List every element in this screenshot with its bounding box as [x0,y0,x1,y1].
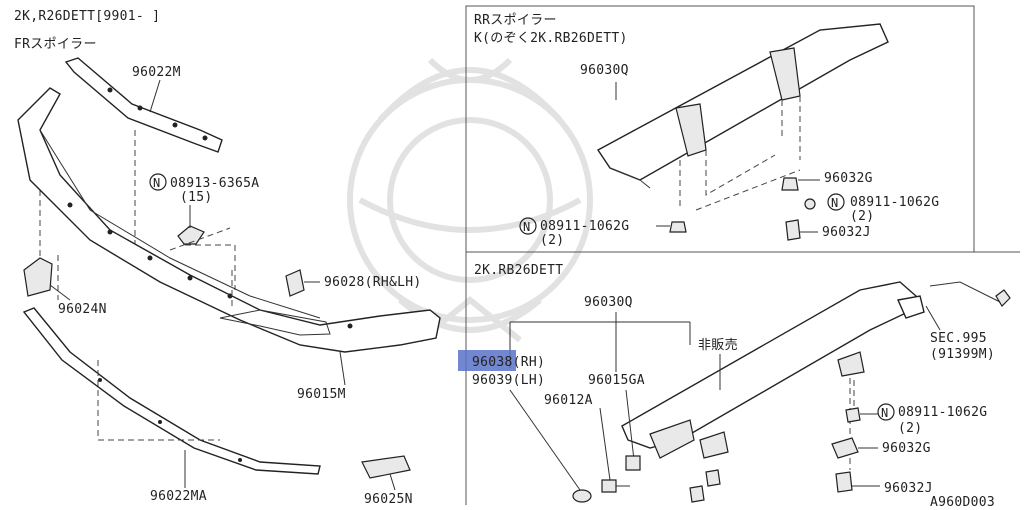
nut-top-right[interactable] [804,198,816,210]
callout-08911-bottom: 08911-1062G [898,405,987,420]
part-96025N[interactable] [361,455,411,479]
callout-96039: 96039(LH) [472,373,545,388]
callout-08911-top-right-qty: (2) [850,209,874,224]
nut-symbol-letter: N [153,176,160,190]
part-96015M[interactable] [17,87,441,353]
front-spoiler-title: FRスポイラー [14,37,97,52]
nut-symbol-top-right-letter: N [831,196,838,210]
nut-symbol-top-left-letter: N [523,220,530,234]
rear-bottom-title: 2K.RB26DETT [474,263,563,278]
part-96015GA-clip[interactable] [625,455,641,471]
callout-96022MA: 96022MA [150,489,207,504]
highlight-96038 [458,350,516,371]
callout-96022M: 96022M [132,65,181,80]
part-96032J-bottom[interactable] [835,471,853,493]
callout-96025N: 96025N [364,492,413,507]
rear-top-title-1: RRスポイラー [474,13,557,28]
nut-bottom[interactable] [845,407,861,423]
callout-sec995[interactable]: SEC.995 [930,331,987,346]
part-96032J-top[interactable] [785,219,801,241]
callout-96032J-top: 96032J [822,225,871,240]
part-rod-sec995[interactable] [929,281,1011,307]
callout-96038[interactable]: 96038(RH) [472,355,545,370]
callout-96015GA: 96015GA [588,373,645,388]
callout-08911-top-left-qty: (2) [540,233,564,248]
part-grommets-bottom[interactable] [689,469,721,503]
callout-96015M: 96015M [297,387,346,402]
callout-08913: 08913-6365A [170,176,259,191]
callout-08911-top-right: 08911-1062G [850,195,939,210]
nut-symbol-bottom [877,403,895,421]
callout-08911-top-left: 08911-1062G [540,219,629,234]
nut-symbol-bottom-letter: N [881,406,888,420]
part-96012A-bolt[interactable] [601,479,630,493]
part-96022M[interactable] [64,57,223,153]
callout-96030Q-top: 96030Q [580,63,629,78]
model-header: 2K,R26DETT[9901- ] [14,9,160,24]
watermark-emblem [347,57,593,343]
callout-96024N: 96024N [58,302,107,317]
part-96038-cap[interactable] [572,489,592,503]
callout-96012A: 96012A [544,393,593,408]
nut-top-left[interactable] [669,221,687,233]
callout-08911-bottom-qty: (2) [898,421,922,436]
rear-top-title-2: K(のぞく2K.RB26DETT) [474,31,628,46]
part-96030Q-bottom[interactable] [621,281,925,459]
not-for-sale-label: 非販売 [698,337,738,353]
callout-96030Q-bottom: 96030Q [584,295,633,310]
callout-96032G-top: 96032G [824,171,873,186]
part-96028[interactable] [285,269,305,297]
diagram-id: A960D003 [930,495,995,510]
nut-symbol-top-right [827,193,845,211]
callout-96032J-bottom: 96032J [884,481,933,496]
part-96022MA[interactable] [22,307,321,475]
part-96024N[interactable] [23,257,53,297]
part-96030Q-top[interactable] [596,23,889,189]
callout-sec995-ref: (91399M) [930,347,995,362]
part-96032G-top[interactable] [781,177,799,191]
nut-symbol: N [149,173,167,191]
callout-08913-qty: (15) [180,190,213,205]
callout-96028: 96028(RH&LH) [324,275,422,290]
part-96032G-bottom[interactable] [831,437,859,459]
nut-symbol-top-left [519,217,537,235]
part-08913-clip[interactable] [177,225,205,245]
callout-96032G-bottom: 96032G [882,441,931,456]
